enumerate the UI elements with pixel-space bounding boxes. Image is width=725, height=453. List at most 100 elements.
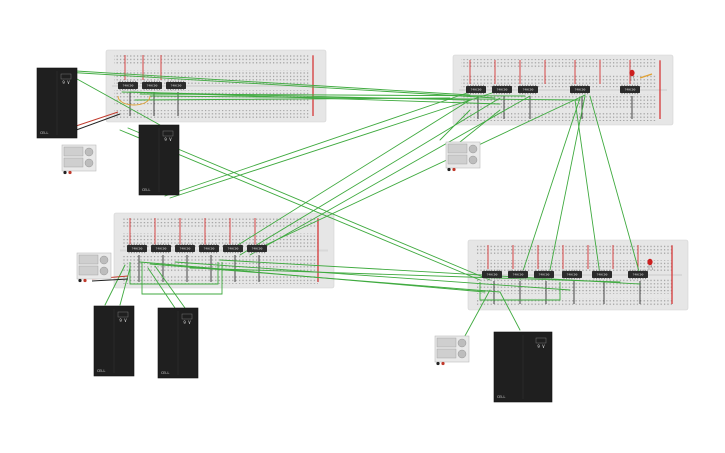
chip-pin xyxy=(493,278,495,280)
jumper-wire[interactable] xyxy=(129,262,219,285)
jumper-wire[interactable] xyxy=(174,261,571,291)
logic-chip-icon[interactable]: 74HC00 xyxy=(570,84,590,95)
logic-chip-icon[interactable]: 74HC00 xyxy=(223,243,243,254)
logic-chip-icon[interactable]: 74HC00 xyxy=(199,243,219,254)
chip-pin xyxy=(551,278,553,280)
switch-display xyxy=(63,157,84,168)
logic-chip-icon[interactable]: 74HC00 xyxy=(482,269,502,280)
jumper-wire[interactable] xyxy=(104,264,126,306)
jumper-wire[interactable] xyxy=(63,71,496,99)
switch-terminal-black xyxy=(447,167,451,172)
led-icon[interactable] xyxy=(629,69,636,82)
jumper-wire[interactable] xyxy=(519,97,581,281)
logic-chip-icon[interactable]: 74HC00 xyxy=(518,84,538,95)
chip-pin xyxy=(128,243,130,245)
power-switch-icon[interactable] xyxy=(76,252,112,283)
jumper-wire[interactable] xyxy=(439,109,471,141)
logic-chip-icon[interactable]: 74HC00 xyxy=(166,80,186,91)
chip-pin xyxy=(525,278,527,280)
resistor-icon[interactable] xyxy=(639,73,653,79)
logic-chip-icon[interactable]: 74HC00 xyxy=(628,269,648,280)
logic-chip-icon[interactable]: 74HC00 xyxy=(562,269,582,280)
jumper-wire[interactable] xyxy=(141,262,223,295)
jumper-wire[interactable] xyxy=(119,129,481,281)
chip-pin xyxy=(144,243,146,245)
logic-chip-icon[interactable]: 74HC00 xyxy=(466,84,486,95)
jumper-wire[interactable] xyxy=(119,267,131,306)
logic-chip-icon[interactable]: 74HC00 xyxy=(508,269,528,280)
switch-knob[interactable] xyxy=(468,144,478,154)
chip-pin xyxy=(119,80,121,82)
chip-label: 74HC00 xyxy=(513,273,524,277)
chip-pin xyxy=(637,269,639,271)
chip-pin xyxy=(132,89,134,91)
jumper-wire[interactable] xyxy=(189,267,621,283)
jumper-wire[interactable] xyxy=(589,95,641,276)
jumper-wire[interactable] xyxy=(67,73,161,126)
led-icon[interactable] xyxy=(647,258,654,271)
breadboard-2[interactable] xyxy=(452,54,674,126)
jumper-wire[interactable] xyxy=(134,97,451,101)
jumper-wire[interactable] xyxy=(127,127,491,281)
jumper-wire[interactable] xyxy=(499,291,521,331)
jumper-wire[interactable] xyxy=(139,93,526,97)
jumper-wire[interactable] xyxy=(169,91,496,199)
chip-pin xyxy=(162,252,164,254)
switch-knob[interactable] xyxy=(84,147,94,157)
power-switch-icon[interactable] xyxy=(434,335,470,366)
jumper-wire[interactable] xyxy=(154,265,186,309)
jumper-wire[interactable] xyxy=(149,95,581,101)
chip-pin xyxy=(626,84,628,86)
power-switch-icon[interactable] xyxy=(61,144,97,175)
switch-knob[interactable] xyxy=(84,158,94,168)
switch-knob[interactable] xyxy=(99,255,109,265)
chip-pin xyxy=(175,89,177,91)
jumper-wire[interactable] xyxy=(549,95,586,271)
jumper-wire[interactable] xyxy=(479,282,561,301)
jumper-wire[interactable] xyxy=(117,95,151,106)
chip-pin xyxy=(634,269,636,271)
logic-chip-icon[interactable]: 74HC00 xyxy=(620,84,640,95)
jumper-wire[interactable] xyxy=(147,267,176,309)
switch-knob[interactable] xyxy=(99,266,109,276)
chip-pin xyxy=(472,93,474,95)
jumper-wire[interactable] xyxy=(164,91,471,197)
switch-knob[interactable] xyxy=(457,349,467,359)
jumper-wire[interactable] xyxy=(59,69,471,96)
logic-chip-icon[interactable]: 74HC00 xyxy=(534,269,554,280)
chip-pin xyxy=(609,269,611,271)
battery-terminal xyxy=(162,130,174,137)
power-switch-icon[interactable] xyxy=(445,141,481,172)
jumper-wire[interactable] xyxy=(239,97,501,256)
chip-pin xyxy=(227,243,229,245)
chip-pin xyxy=(540,269,542,271)
chip-pin xyxy=(645,269,647,271)
chip-pin xyxy=(629,93,631,95)
jumper-wire[interactable] xyxy=(254,94,586,251)
chip-body xyxy=(199,245,219,252)
logic-chip-icon[interactable]: 74HC00 xyxy=(175,243,195,254)
battery-lead-black[interactable] xyxy=(91,278,129,282)
logic-chip-icon[interactable]: 74HC00 xyxy=(127,243,147,254)
chip-pin xyxy=(568,278,570,280)
logic-chip-icon[interactable]: 74HC00 xyxy=(492,84,512,95)
jumper-wire[interactable] xyxy=(574,99,601,276)
switch-knob[interactable] xyxy=(457,338,467,348)
logic-chip-icon[interactable]: 74HC00 xyxy=(118,80,138,91)
logic-chip-icon[interactable]: 74HC00 xyxy=(142,80,162,91)
battery-voltage: 9 V xyxy=(183,320,191,325)
switch-display xyxy=(447,143,468,154)
logic-chip-icon[interactable]: 74HC00 xyxy=(247,243,267,254)
jumper-wire[interactable] xyxy=(249,95,531,256)
logic-chip-icon[interactable]: 74HC00 xyxy=(592,269,612,280)
logic-chip-icon[interactable]: 74HC00 xyxy=(151,243,171,254)
switch-knob[interactable] xyxy=(468,155,478,165)
chip-pin xyxy=(493,84,495,86)
jumper-wire[interactable] xyxy=(229,99,471,251)
